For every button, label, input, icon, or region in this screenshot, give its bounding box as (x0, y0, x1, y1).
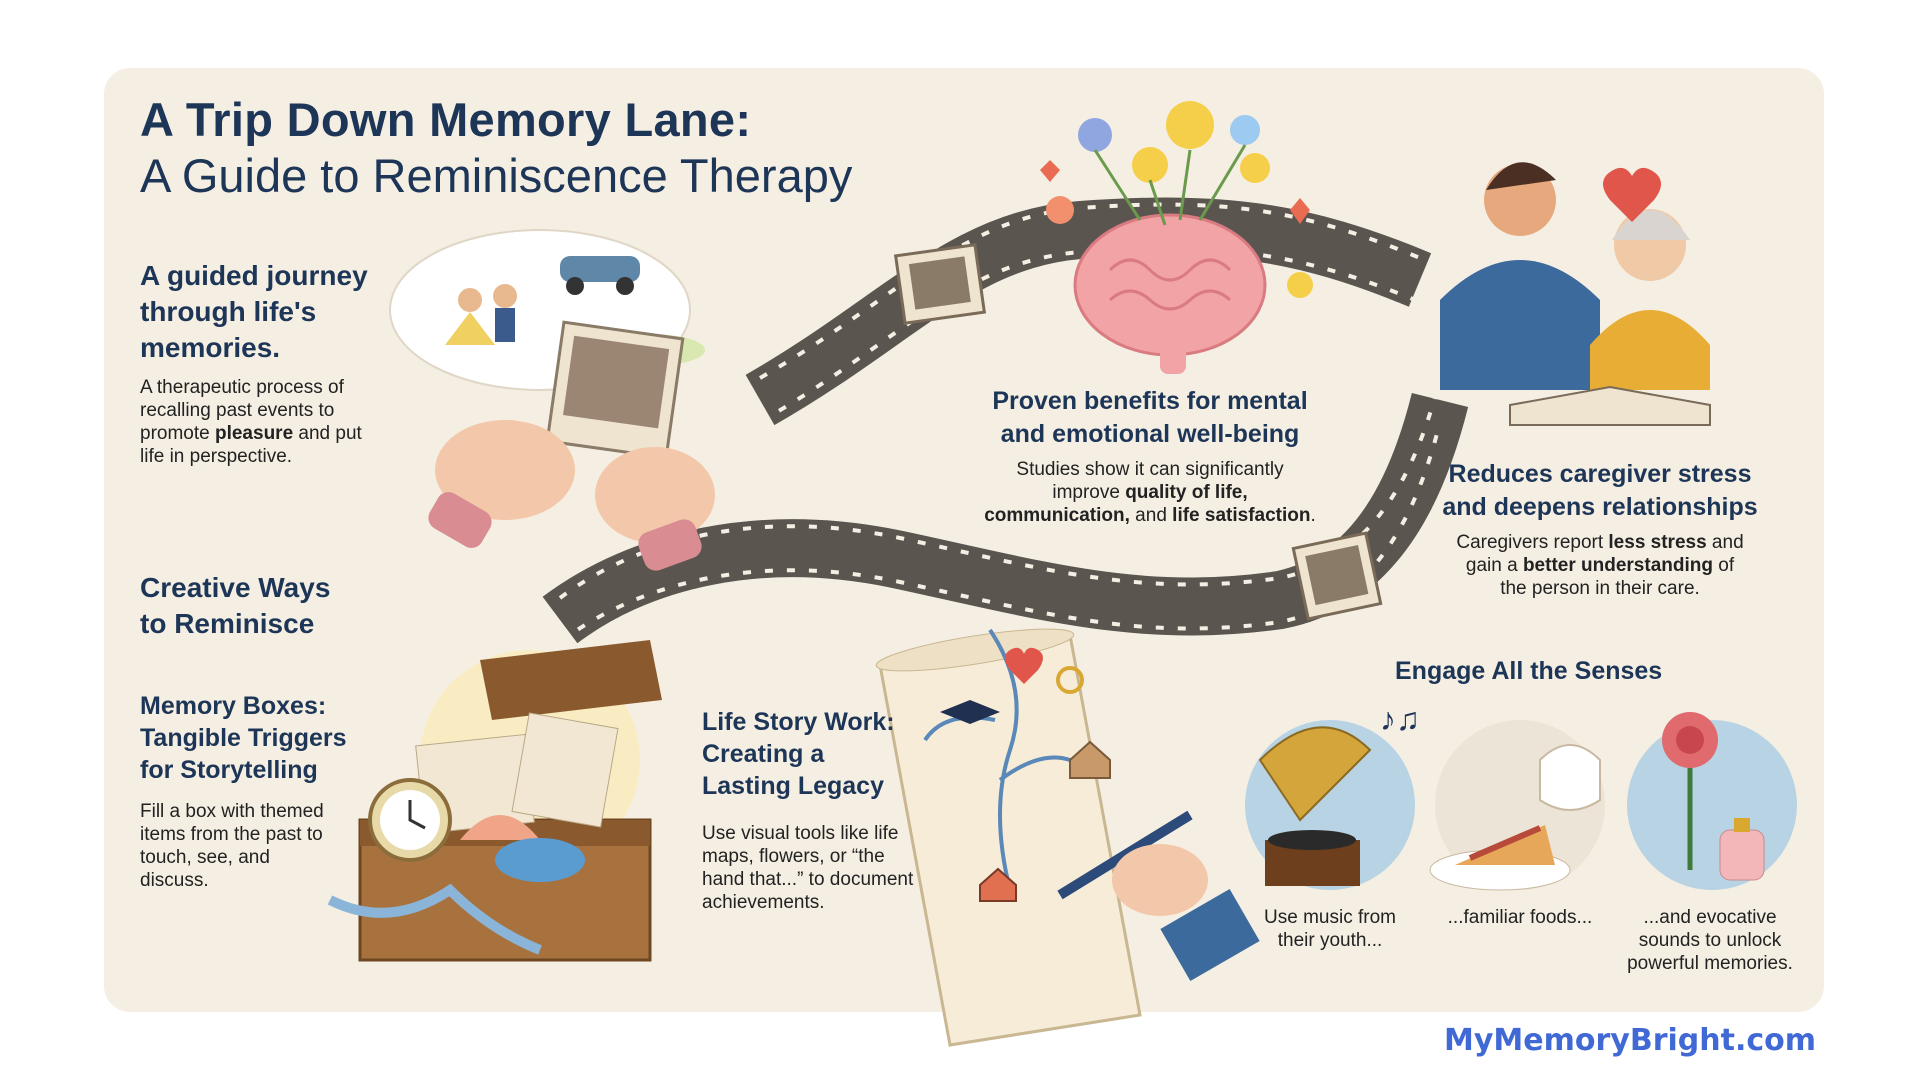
caregiver-body: Caregivers report less stress and gain a… (1456, 532, 1744, 599)
photo-frame-icon (893, 243, 987, 325)
svg-text:♪♫: ♪♫ (1380, 701, 1420, 737)
photo-frame-icon (1291, 531, 1383, 621)
gramophone-icon: ♪♫ (1245, 701, 1420, 890)
caregiver-elder-icon (1440, 162, 1711, 426)
pie-teapot-icon (1429, 720, 1605, 891)
senses-caption-sounds: ...and evocative sounds to unlock powerf… (1627, 907, 1793, 974)
senses-caption-music: Use music from their youth... (1264, 907, 1396, 951)
memory-boxes-heading: Memory Boxes: Tangible Triggers for Stor… (140, 692, 347, 784)
rose-perfume-icon (1627, 712, 1797, 890)
senses-caption-foods: ...familiar foods... (1447, 907, 1593, 928)
film-strip-upper (745, 197, 1432, 426)
journey-heading: A guided journey through life's memories… (140, 260, 368, 363)
memory-box-icon (327, 640, 662, 962)
caregiver-heading: Reduces caregiver stress and deepens rel… (1442, 460, 1758, 521)
site-url-link[interactable]: MyMemoryBright.com (1444, 1023, 1816, 1058)
life-story-body: Use visual tools like life maps, flowers… (702, 823, 914, 913)
film-strip-lower (542, 392, 1469, 644)
benefits-heading: Proven benefits for mental and emotional… (992, 387, 1308, 448)
memory-boxes-body: Fill a box with themed items from the pa… (140, 801, 324, 891)
hands-holding-photo-icon (428, 320, 715, 571)
benefits-body: Studies show it can significantly improv… (984, 459, 1316, 526)
creative-heading: Creative Ways to Reminisce (140, 572, 331, 639)
life-story-heading: Life Story Work: Creating a Lasting Lega… (702, 708, 895, 800)
journey-body: A therapeutic process of recalling past … (140, 377, 362, 467)
life-story-scroll-icon (875, 628, 1260, 1047)
page-title-line1: A Trip Down Memory Lane: (140, 93, 752, 146)
brain-flowers-icon (1040, 101, 1313, 374)
senses-heading: Engage All the Senses (1395, 657, 1663, 685)
page-title-line2: A Guide to Reminiscence Therapy (140, 149, 853, 202)
